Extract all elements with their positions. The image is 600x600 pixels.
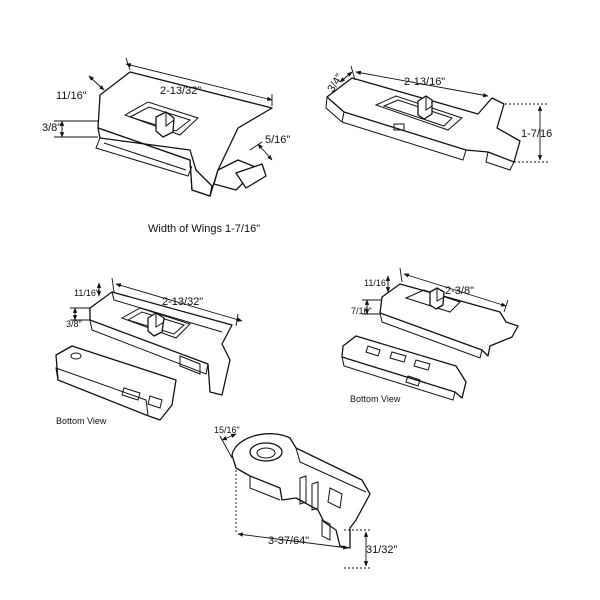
latch-3-height-label: 3/8" (66, 319, 82, 329)
latch-1-wing-depth-label: 5/16" (265, 134, 290, 146)
latch-3-length-label: 2-13/32" (162, 296, 203, 308)
latch-4-length-label: 2-3/8" (445, 285, 474, 297)
latch-3-bottom-view-caption: Bottom View (56, 416, 107, 426)
latch-2-drawing (325, 65, 548, 171)
latch-1-length-label: 2-13/32" (160, 85, 201, 97)
latch-1-width-label: 11/16" (56, 90, 87, 102)
latch-4-height-label: 7/16" (351, 306, 372, 316)
latch-2-length-label: 2-13/16" (404, 76, 445, 88)
latch-3-drawing (55, 277, 243, 421)
latch-4-drawing (341, 267, 519, 401)
latch-2-height-label: 1-7/16 (521, 128, 552, 140)
latch-5-width-label: 15/16" (214, 425, 240, 435)
latch-1-caption: Width of Wings 1-7/16" (148, 223, 260, 235)
latch-1-height-label: 3/8" (42, 122, 61, 134)
latch-5-length-label: 3-37/64" (268, 535, 309, 547)
latch-1-drawing (54, 57, 273, 197)
latch-4-bottom-view-caption: Bottom View (350, 394, 401, 404)
latch-5-height-label: 31/32" (366, 544, 398, 556)
latch-5-drawing (219, 433, 372, 569)
latch-4-width-label: 11/16" (364, 278, 389, 288)
latch-3-width-label: 11/16" (74, 288, 99, 298)
